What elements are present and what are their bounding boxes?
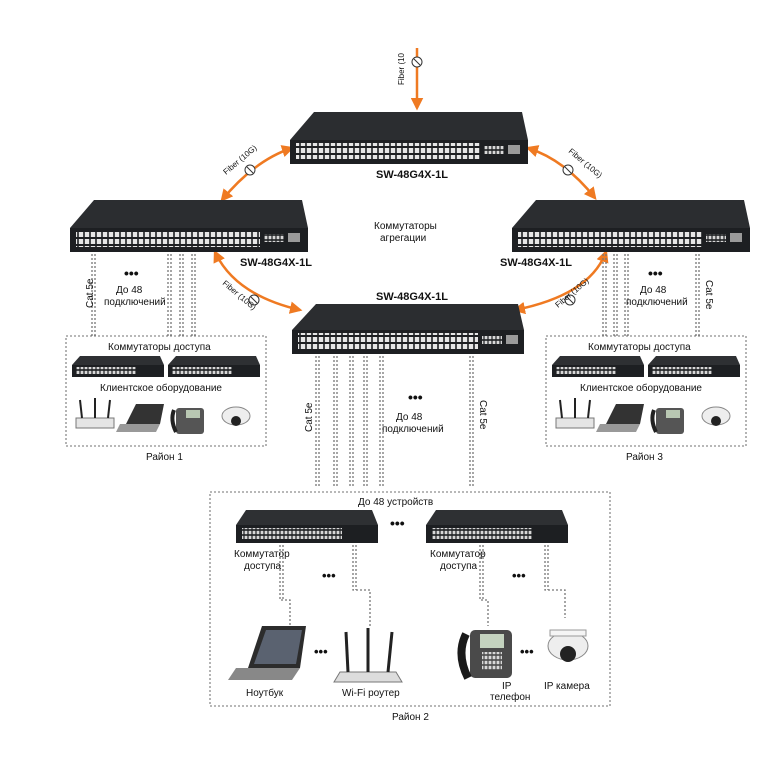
cable-label-right: Cat 5e — [703, 280, 714, 310]
connections-note-right: ••• До 48 подключений — [626, 265, 688, 308]
aggregation-label-line2: агрегации — [380, 233, 426, 244]
wifi-router-icon — [75, 398, 115, 429]
access-switch — [648, 356, 740, 377]
laptop-icon — [228, 626, 306, 680]
camera-label: IP камера — [544, 681, 590, 692]
ip-label: IP — [502, 681, 512, 692]
fiber-arrow-top-left — [220, 145, 295, 202]
access-switch — [72, 356, 164, 377]
ip-camera-icon — [547, 629, 589, 662]
district-1-access-switches: Коммутаторы доступа — [108, 342, 211, 353]
district-2-title: Район 2 — [392, 712, 429, 723]
access-switch-left-line1: Коммутатор — [234, 549, 290, 560]
cable-label-bottom-right: Cat 5e — [477, 400, 488, 430]
up-to-48-text: До 48 — [396, 412, 423, 423]
district-3-title: Район 3 — [626, 452, 663, 463]
connections-note-center: ••• До 48 подключений — [382, 389, 444, 435]
district-3-access-switches: Коммутаторы доступа — [588, 342, 691, 353]
district-3-client-equipment: Клиентское оборудование — [580, 382, 702, 394]
up-to-48-text: До 48 — [116, 285, 143, 296]
phone-label: телефон — [490, 691, 530, 703]
router-label: Wi-Fi роутер — [342, 688, 400, 699]
access-switch-left — [236, 510, 378, 543]
fiber-arrow-bottom-right — [512, 249, 609, 315]
switch-label-top: SW-48G4X-1L — [376, 169, 448, 181]
dots: ••• — [520, 644, 534, 659]
up-to-48-text: До 48 — [640, 285, 667, 296]
connections-text: подключений — [382, 424, 444, 435]
connections-note-left: ••• До 48 подключений — [104, 265, 166, 308]
core-switch-left — [70, 200, 308, 252]
dots: ••• — [314, 644, 328, 659]
access-switch-right — [426, 510, 568, 543]
core-switch-top — [290, 112, 528, 164]
ip-phone-icon — [457, 630, 512, 680]
ip-camera-icon — [221, 406, 251, 426]
laptop-icon — [116, 404, 164, 432]
district-2-box — [209, 491, 611, 707]
core-switch-right — [512, 200, 750, 252]
dots: ••• — [124, 265, 139, 281]
ip-phone-icon — [170, 408, 204, 434]
dots: ••• — [512, 568, 526, 583]
fiber-label-top: Fiber (10 — [397, 52, 406, 85]
dots: ••• — [390, 515, 405, 531]
fiber-arrow-bottom-left — [213, 249, 303, 314]
cable-label-bottom-left: Cat 5e — [304, 402, 315, 432]
dots: ••• — [408, 389, 423, 405]
district-1-title: Район 1 — [146, 452, 183, 463]
copper-cables — [91, 254, 700, 626]
wifi-router-icon — [333, 628, 403, 683]
aggregation-label-line1: Коммутаторы — [374, 221, 437, 232]
access-switch-right-line2: доступа — [440, 561, 478, 572]
access-switch — [552, 356, 644, 377]
switch-label-bottom: SW-48G4X-1L — [376, 291, 448, 303]
laptop-icon — [596, 404, 644, 432]
fiber-arrow-top-right — [525, 145, 597, 200]
district-3-box — [545, 335, 747, 447]
wifi-router-icon — [555, 398, 595, 429]
connections-text: подключений — [104, 297, 166, 308]
district-1-client-equipment: Клиентское оборудование — [100, 382, 222, 394]
cable-label-left: Cat 5e — [85, 278, 96, 308]
district-1-box — [65, 335, 267, 447]
dots: ••• — [648, 265, 663, 281]
ip-camera-icon — [701, 406, 731, 426]
laptop-label: Ноутбук — [246, 687, 284, 699]
dots: ••• — [322, 568, 336, 583]
switch-label-right: SW-48G4X-1L — [500, 257, 572, 269]
access-switch-left-line2: доступа — [244, 561, 282, 572]
access-switch — [168, 356, 260, 377]
connections-text: подключений — [626, 297, 688, 308]
ip-phone-icon — [650, 408, 684, 434]
district-2-up-to-48-devices: До 48 устройств — [358, 497, 433, 508]
switch-label-left: SW-48G4X-1L — [240, 257, 312, 269]
access-switch-right-line1: Коммутатор — [430, 549, 486, 560]
core-switch-bottom — [292, 304, 524, 354]
